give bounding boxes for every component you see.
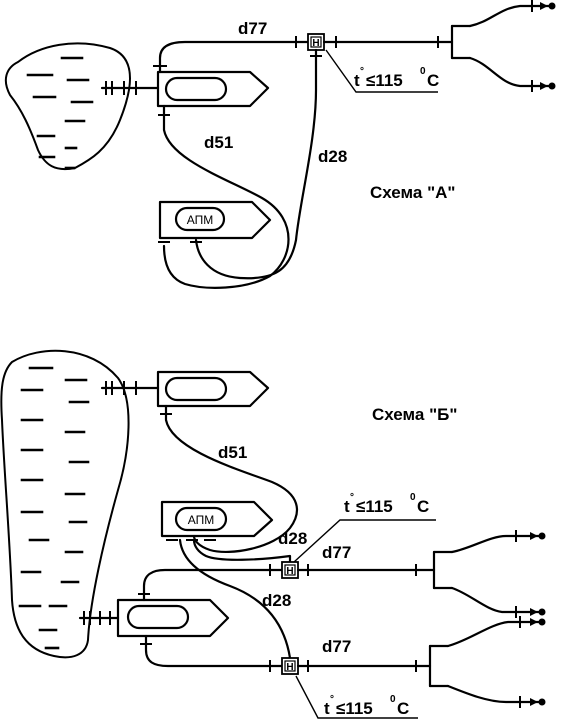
temp-b1-unit-deg: 0 — [410, 492, 416, 503]
valve-b2: Н — [281, 657, 299, 675]
valve-b1-label: Н — [286, 566, 293, 577]
scheme-b-title: Схема "Б" — [372, 405, 457, 424]
tank-b-outlet-upper — [100, 381, 160, 395]
scheme-b: АПМ Н — [0, 349, 546, 719]
label-b-d77-2: d77 — [322, 637, 351, 656]
pipe-a-d77 — [158, 40, 310, 74]
pipe-b-d28-2 — [178, 538, 292, 660]
temp-b2-prefix: t — [324, 699, 330, 718]
temp-b1-prefix: t — [344, 497, 350, 516]
label-a-d77: d77 — [238, 19, 267, 38]
label-a-d51: d51 — [204, 133, 233, 152]
apm-b-label: АПМ — [188, 513, 215, 527]
pipe-b-d77-2-feed — [144, 634, 284, 668]
tank-b-outlet-lower — [78, 611, 120, 625]
scheme-a-title: Схема "А" — [370, 183, 455, 202]
valve-a-label: Н — [312, 38, 319, 49]
tank-a-dashes — [26, 56, 94, 170]
temp-b1-deg: ° — [350, 492, 354, 503]
pipe-b-d28-1 — [192, 538, 292, 564]
apm-a: АПМ — [158, 200, 272, 243]
splitter-b1 — [432, 530, 546, 618]
pipe-b-d77-1-feed — [142, 568, 284, 602]
temp-b1-unit: C — [417, 497, 429, 516]
engine-b1 — [156, 370, 270, 408]
scheme-a: Н АПМ — [4, 0, 556, 289]
label-a-d28: d28 — [318, 147, 347, 166]
temp-b2-unit: C — [397, 699, 409, 718]
pipe-b-d51 — [164, 404, 298, 554]
tank-a — [4, 42, 131, 170]
temp-a-unit: C — [427, 71, 439, 90]
tank-b-dashes — [18, 366, 90, 650]
tank-a-outlet — [100, 81, 160, 95]
temp-a-prefix: t — [354, 71, 360, 90]
tank-b — [0, 349, 130, 659]
engine-a — [156, 70, 270, 108]
thermo-b2-pointer — [295, 675, 418, 719]
valve-b1: Н — [281, 561, 299, 579]
temp-a-value: ≤115 — [366, 71, 403, 90]
splitter-a — [450, 0, 556, 92]
apm-a-label: АПМ — [187, 213, 214, 227]
apm-b: АПМ — [160, 500, 274, 541]
temp-b1: t ° ≤115 0 C — [344, 492, 429, 516]
label-b-d28-2: d28 — [262, 591, 291, 610]
engine-b2 — [116, 598, 230, 638]
temp-a: t ° ≤115 0 C — [354, 66, 439, 90]
temp-b2-deg: ° — [330, 694, 334, 705]
temp-b2-unit-deg: 0 — [390, 694, 396, 705]
temp-b1-value: ≤115 — [356, 497, 393, 516]
label-b-d51: d51 — [218, 443, 247, 462]
temp-a-unit-deg: 0 — [420, 66, 426, 77]
temp-b2-value: ≤115 — [336, 699, 373, 718]
label-b-d77-1: d77 — [322, 543, 351, 562]
pipe-a-d51 — [162, 104, 290, 289]
thermo-b1-pointer — [293, 519, 436, 563]
thermo-a-pointer — [325, 49, 438, 93]
pipe-a-d28 — [194, 48, 318, 280]
valve-a: Н — [307, 33, 325, 51]
splitter-b2 — [428, 616, 546, 708]
temp-b2: t ° ≤115 0 C — [324, 694, 409, 718]
label-b-d28-1: d28 — [278, 529, 307, 548]
valve-b2-label: Н — [286, 662, 293, 673]
temp-a-deg: ° — [360, 66, 364, 77]
